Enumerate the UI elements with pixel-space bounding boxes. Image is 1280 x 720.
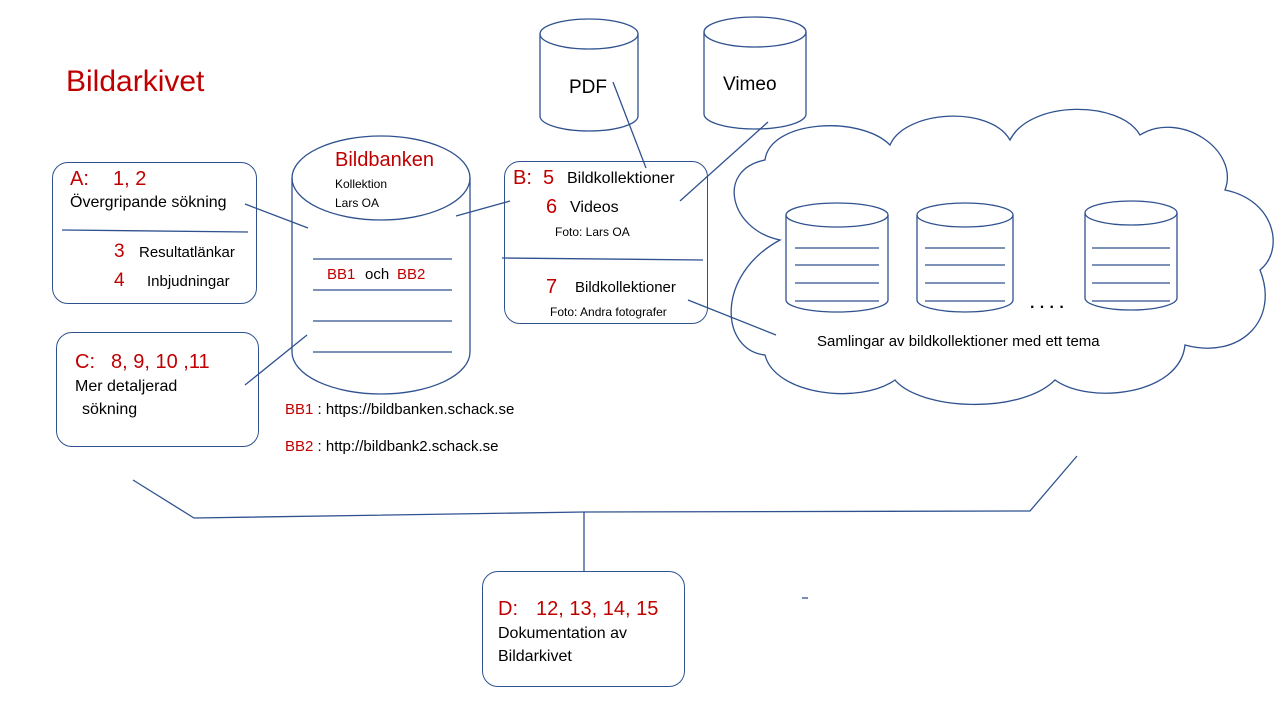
box-a [52, 162, 257, 304]
box-c-label-line2: sökning [82, 401, 138, 418]
box-d [482, 571, 685, 687]
cloud-label: Samlingar av bildkollektioner med ett te… [817, 333, 1100, 350]
connector-bildbanken-b [455, 200, 511, 217]
box-a-item1-number: 3 [114, 241, 125, 262]
box-b-item1-number: 5 [543, 167, 555, 189]
box-b-item2-number: 6 [546, 196, 558, 218]
box-b-item1-label: Bildkollektioner [567, 170, 675, 187]
collection-cylinder-3 [1084, 200, 1178, 311]
bildbanken-sub2: Lars OA [335, 196, 380, 210]
bildbanken-bb1: BB1 [327, 266, 356, 283]
box-c [56, 332, 259, 447]
box-a-item1-label: Resultatlänkar [139, 244, 235, 261]
page-title: Bildarkivet [66, 65, 205, 98]
link-bb2-key: BB2 [285, 438, 314, 455]
pdf-label: PDF [569, 77, 607, 98]
box-b-item3-credit: Foto: Andra fotografer [550, 305, 667, 319]
connector-a-bildbanken [244, 203, 309, 229]
connector-b-pdf [612, 81, 647, 169]
box-b-item2-credit: Foto: Lars OA [555, 225, 630, 239]
box-c-label-line1: Mer detaljerad [75, 378, 178, 395]
connector-c-bildbanken [244, 334, 308, 386]
bildbanken-sub1: Kollektion [335, 177, 388, 191]
link-bb1-key: BB1 [285, 401, 314, 418]
connector-b-vimeo [679, 121, 769, 202]
bildbanken-cylinder [291, 178, 471, 395]
cloud-ellipsis: · · · · [1030, 299, 1065, 316]
collection-cylinder-2 [916, 202, 1014, 313]
box-a-item2-number: 4 [114, 270, 125, 291]
box-d-code: D: [498, 598, 518, 620]
bildbanken-title: Bildbanken [335, 149, 434, 171]
box-d-numbers: 12, 13, 14, 15 [536, 598, 659, 620]
bildbanken-bb2: BB2 [397, 266, 426, 283]
box-c-code: C: [75, 351, 95, 373]
bildbanken-och: och [365, 266, 390, 283]
link-bb1: BB1 : https://bildbanken.schack.se [285, 402, 514, 417]
pdf-cylinder [539, 34, 639, 132]
box-d-label-line2: Bildarkivet [498, 648, 572, 665]
connector-b-cloud [687, 299, 777, 336]
cloud-shape [730, 108, 1274, 406]
box-b-item3-number: 7 [546, 276, 558, 298]
vimeo-label: Vimeo [723, 74, 777, 95]
box-b [504, 161, 708, 324]
bottom-tree-left [132, 479, 585, 519]
box-a-divider [61, 229, 249, 233]
box-b-divider [501, 257, 704, 261]
box-d-label-line1: Dokumentation av [498, 625, 627, 642]
box-a-numbers: 1, 2 [113, 168, 147, 190]
box-a-label: Övergripande sökning [70, 194, 227, 211]
box-b-item3-label: Bildkollektioner [575, 279, 676, 296]
link-bb1-url: : https://bildbanken.schack.se [317, 401, 515, 418]
box-b-code: B: [513, 167, 532, 189]
bottom-tree-right [583, 455, 1078, 513]
box-c-numbers: 8, 9, 10 ,11 [111, 351, 210, 373]
box-a-code: A: [70, 168, 89, 190]
collection-cylinder-1 [785, 202, 889, 313]
box-a-item2-label: Inbjudningar [147, 273, 230, 290]
vimeo-cylinder [703, 32, 807, 130]
link-bb2: BB2 : http://bildbank2.schack.se [285, 439, 498, 454]
box-b-item2-label: Videos [570, 199, 619, 216]
link-bb2-url: : http://bildbank2.schack.se [317, 438, 499, 455]
